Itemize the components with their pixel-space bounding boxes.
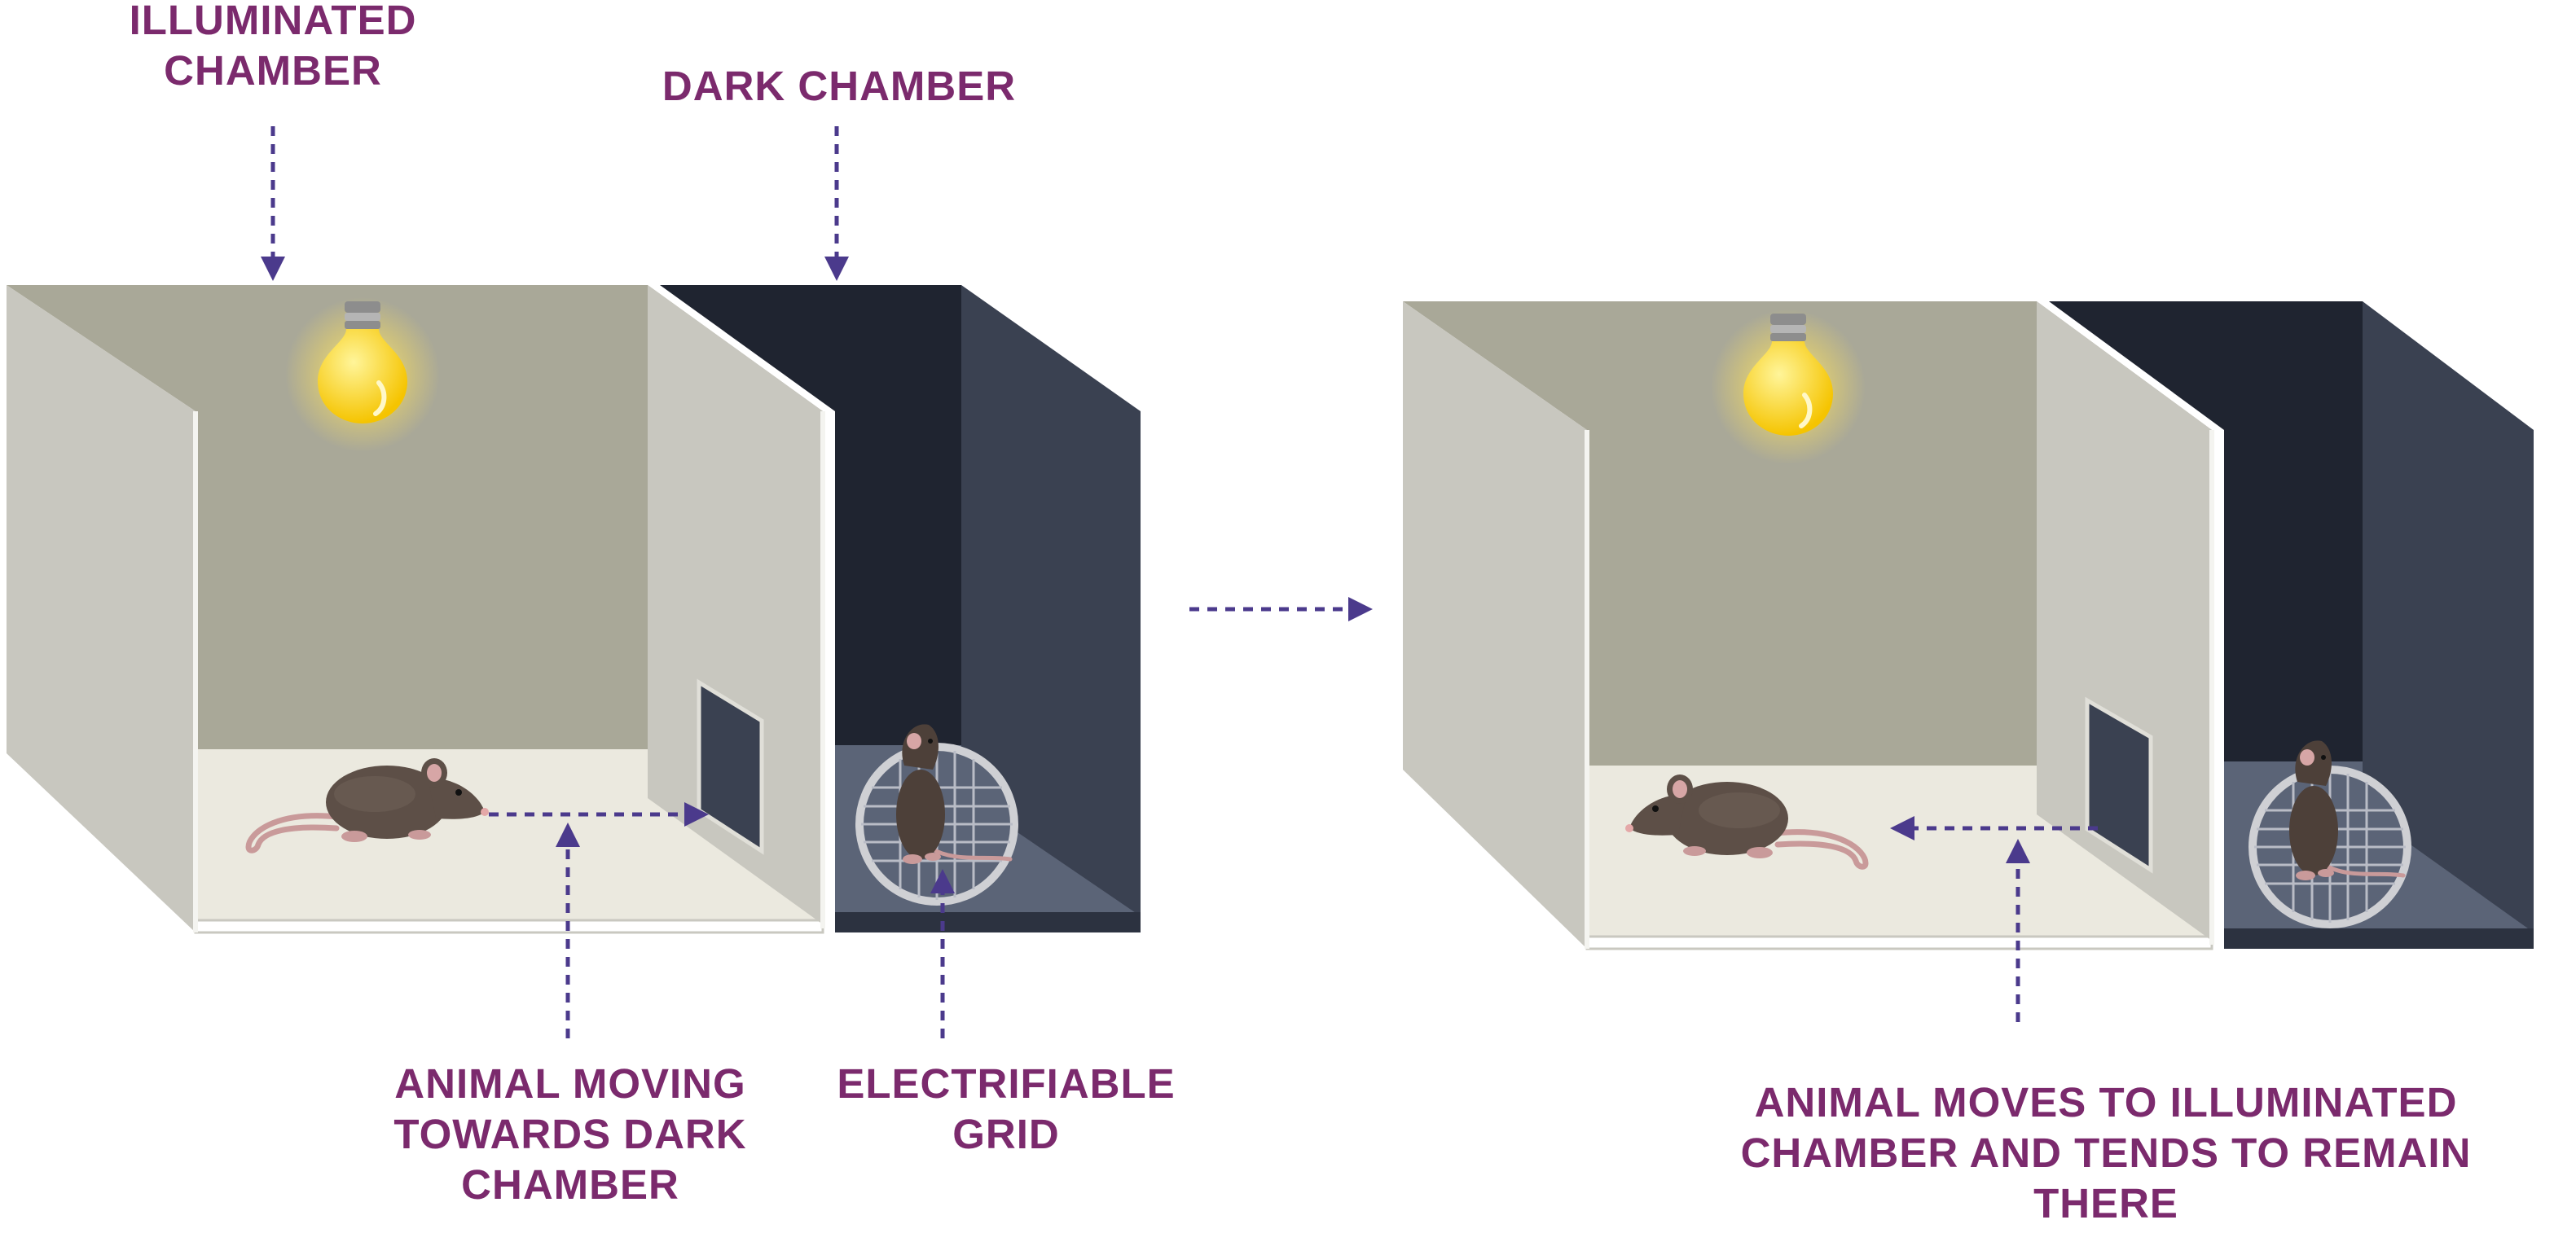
dark-right-wall	[2363, 301, 2534, 932]
animal-moves-label: ANIMAL MOVES TO ILLUMINATED CHAMBER AND …	[1740, 1079, 2472, 1226]
lit-left-wall	[7, 285, 196, 932]
illuminated-chamber-label: ILLUMINATED CHAMBER	[129, 0, 417, 94]
dark-chamber-label: DARK CHAMBER	[662, 63, 1017, 109]
right-apparatus	[1403, 301, 2534, 950]
animal-moving-label: ANIMAL MOVING TOWARDS DARK CHAMBER	[393, 1060, 747, 1208]
light-bulb-icon	[1711, 309, 1866, 464]
dark-right-wall	[961, 285, 1141, 916]
door-opening	[697, 678, 764, 855]
electrifiable-grid-label: ELECTRIFIABLE GRID	[837, 1060, 1176, 1157]
lit-left-wall	[1403, 301, 1587, 949]
light-bulb-icon	[285, 297, 440, 452]
partition-wall	[648, 285, 823, 924]
partition-wall	[2037, 301, 2212, 941]
dark-back-wall	[660, 285, 961, 855]
left-apparatus	[7, 285, 1141, 934]
dark-back-wall	[2049, 301, 2363, 871]
door-opening	[2085, 696, 2153, 874]
